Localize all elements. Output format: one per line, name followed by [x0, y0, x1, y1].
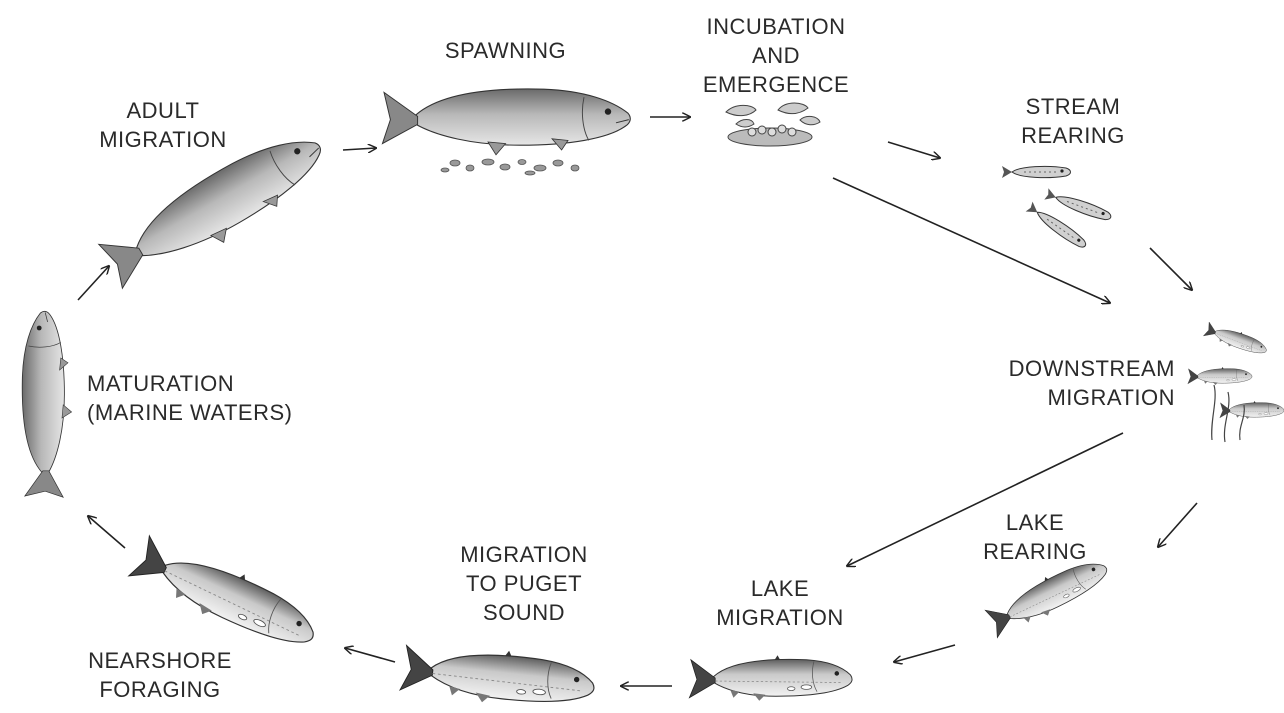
fry-icon: [1044, 188, 1112, 223]
label-lake-rearing: LAKE REARING: [970, 508, 1100, 566]
salmon-icon: [382, 89, 630, 155]
label-maturation: MATURATION (MARINE WATERS): [87, 369, 327, 427]
gravel-icon: [441, 159, 579, 175]
label-spawning: SPAWNING: [418, 36, 593, 65]
arrow-icon: [1158, 503, 1197, 547]
arrow-icon: [1150, 248, 1192, 290]
smolt-icon: [127, 530, 324, 660]
arrow-icon: [343, 148, 376, 150]
label-incubation-and-emergence: INCUBATION AND EMERGENCE: [686, 12, 866, 99]
arrow-icon: [78, 266, 109, 300]
smolt-icon: [1203, 320, 1270, 359]
arrow-icon: [888, 142, 940, 158]
smolt-icon: [1220, 401, 1284, 419]
arrow-icon: [88, 516, 125, 548]
label-stream-rearing: STREAM REARING: [1003, 92, 1143, 150]
salmon-icon: [22, 311, 71, 497]
label-migration-to-puget-sound: MIGRATION TO PUGET SOUND: [440, 540, 608, 627]
smolt-icon: [689, 655, 852, 701]
label-nearshore-foraging: NEARSHORE FORAGING: [80, 646, 240, 704]
label-downstream-migration: DOWNSTREAM MIGRATION: [960, 354, 1175, 412]
eggs-icon: [726, 103, 820, 146]
fry-icon: [1002, 166, 1071, 178]
smolt-icon: [1188, 367, 1252, 385]
smolt-icon: [400, 640, 597, 713]
label-lake-migration: LAKE MIGRATION: [700, 574, 860, 632]
arrow-icon: [894, 645, 955, 662]
arrow-icon: [345, 648, 395, 662]
label-adult-migration: ADULT MIGRATION: [88, 96, 238, 154]
